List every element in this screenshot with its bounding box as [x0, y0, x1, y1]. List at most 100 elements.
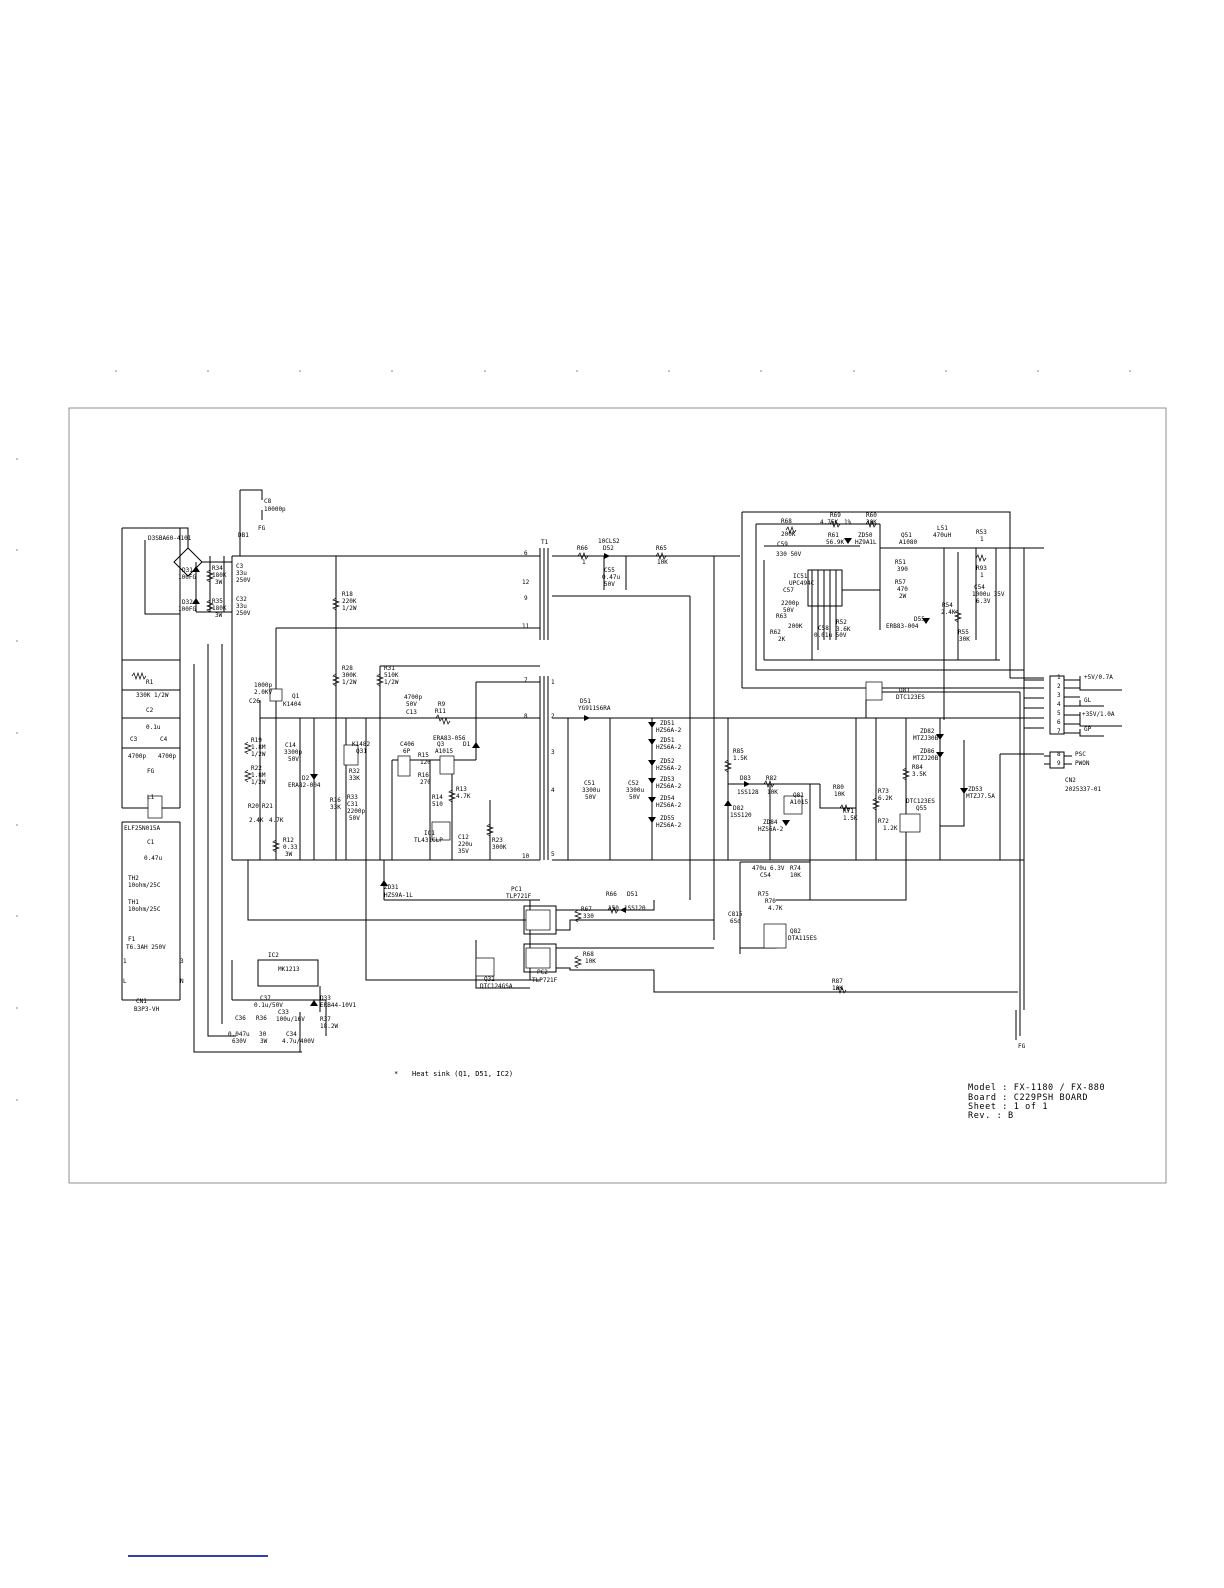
label-C32v: 33u [236, 603, 247, 610]
label-C52p: 50V [629, 794, 640, 801]
label-R16: R16 [418, 772, 429, 779]
label-R19p: 1/2W [251, 751, 266, 758]
label-pin9: 9 [1057, 760, 1061, 767]
label-Q32: Q32 [484, 976, 495, 983]
label-ZD53: ZD52 [660, 758, 675, 765]
label-R54: R54 [942, 602, 953, 609]
label-C13: C13 [406, 709, 417, 716]
label-R65v: 10K [657, 559, 668, 566]
label-C2: C2 [146, 707, 154, 714]
label-ZD84: ZD84 [763, 819, 778, 826]
label-R14: R14 [432, 794, 443, 801]
label-ZD31v: HZS9A-1L [384, 892, 413, 899]
label-R53: R53 [976, 529, 987, 536]
label-R26b: 1000p [254, 682, 272, 689]
label-Q81b: Q81 [899, 687, 910, 694]
label-D51s: D51 [580, 698, 591, 705]
label-T1: T1 [541, 539, 549, 546]
label-n12: 12 [522, 579, 530, 586]
label-C32: C32 [236, 596, 247, 603]
label-Q32v: DTC124GSA [480, 983, 513, 990]
label-R6: R66 [577, 545, 588, 552]
label-C32p: 250V [236, 610, 251, 617]
label-C4v: 4700p [158, 753, 176, 760]
note-text: Heat sink (Q1, D51, IC2) [412, 1070, 513, 1078]
label-ZD53b: ZD53 [968, 786, 983, 793]
label-C2v: 0.1u [146, 724, 161, 731]
label-n3: 3 [551, 749, 555, 756]
label-R84v: 3.5K [912, 771, 927, 778]
label-ZD55: ZD54 [660, 795, 675, 802]
label-R9: R9 [438, 701, 446, 708]
label-L1: L1 [147, 794, 155, 801]
label-D31v: 100FG [178, 574, 196, 581]
label-R26p: 2.0KV [254, 689, 272, 696]
label-C1: C1 [147, 839, 155, 846]
label-R84: R84 [912, 764, 923, 771]
title-board: Board : C229PSH BOARD [968, 1093, 1088, 1103]
label-R71: R71 [843, 808, 854, 815]
label-R22v: 1.8M [251, 772, 266, 779]
label-C13p: 50V [406, 701, 417, 708]
label-R66v: 150 [608, 905, 619, 912]
label-C4: C4 [160, 736, 168, 743]
label-ZD31: ZD31 [384, 884, 399, 891]
label-Q81v: A1015 [790, 799, 808, 806]
label-ZD56: ZD55 [660, 815, 675, 822]
label-R85: R85 [733, 748, 744, 755]
label-D55: D55 [914, 616, 925, 623]
label-R19: R19 [251, 737, 262, 744]
label-R18p: 1/2W [342, 605, 357, 612]
label-pin8: 8 [1057, 751, 1061, 758]
label-C57v: 2200p [781, 600, 799, 607]
label-C51v: 3300u [582, 787, 600, 794]
label-D31: D31 [182, 567, 193, 574]
label-F1: F1 [128, 936, 136, 943]
label-D1: ERA83-056 [433, 735, 466, 742]
label-pin6: 6 [1057, 719, 1061, 726]
label-C8fg: FG [258, 525, 266, 532]
page-link-underline[interactable] [128, 1555, 268, 1557]
label-R54v: 2.4K [941, 609, 956, 616]
label-out1: +5V/0.7A [1084, 674, 1113, 681]
label-D33v: ERB44-10V1 [320, 1002, 357, 1009]
heat-sink-note: * Heat sink (Q1, D51, IC2) [394, 1070, 513, 1078]
label-ZD55v: HZS6A-2 [656, 802, 682, 809]
label-C54v: 1000u 35V [972, 591, 1005, 598]
label-ZD53bv: MTZJ7.5A [966, 793, 995, 800]
label-R11: R11 [435, 708, 446, 715]
label-D83: D83 [740, 775, 751, 782]
label-R22: R22 [251, 765, 262, 772]
label-ZD54v: HZS6A-2 [656, 783, 682, 790]
label-C57: C57 [783, 587, 794, 594]
label-C10: C406 [400, 741, 415, 748]
label-L51v: 470uH [933, 532, 951, 539]
label-C37: C37 [260, 995, 271, 1002]
label-CN2: CN2 [1065, 777, 1076, 784]
label-R1: R1 [146, 679, 154, 686]
label-pin4: 4 [1057, 701, 1061, 708]
label-R62: R62 [770, 629, 781, 636]
label-R57v: 470 [897, 586, 908, 593]
label-D82v: 1SS120 [730, 812, 752, 819]
label-D82: D82 [733, 805, 744, 812]
label-R12v: 0.33 [283, 844, 298, 851]
label-R34: R34 [212, 565, 223, 572]
label-R57: R57 [895, 579, 906, 586]
label-CN1_1: 1 [123, 958, 127, 965]
label-C51p: 50V [585, 794, 596, 801]
label-R12p: 3W [285, 851, 293, 858]
label-D55v: ERB83-004 [886, 623, 919, 630]
label-pin5: 5 [1057, 710, 1061, 717]
label-IC2v: MK1213 [278, 966, 300, 973]
label-CN1L: L [123, 978, 127, 985]
label-C3ap: 250V [236, 577, 251, 584]
label-R55v: 30K [959, 636, 970, 643]
label-C36p: 630V [232, 1038, 247, 1045]
label-R34p: 3W [215, 579, 223, 586]
label-R37: R37 [320, 1016, 331, 1023]
label-R52v: 3.6K [836, 626, 851, 633]
label-Q81: Q81 [793, 792, 804, 799]
label-R71v: 1.5K [843, 815, 858, 822]
label-C52v: 3300u [626, 787, 644, 794]
